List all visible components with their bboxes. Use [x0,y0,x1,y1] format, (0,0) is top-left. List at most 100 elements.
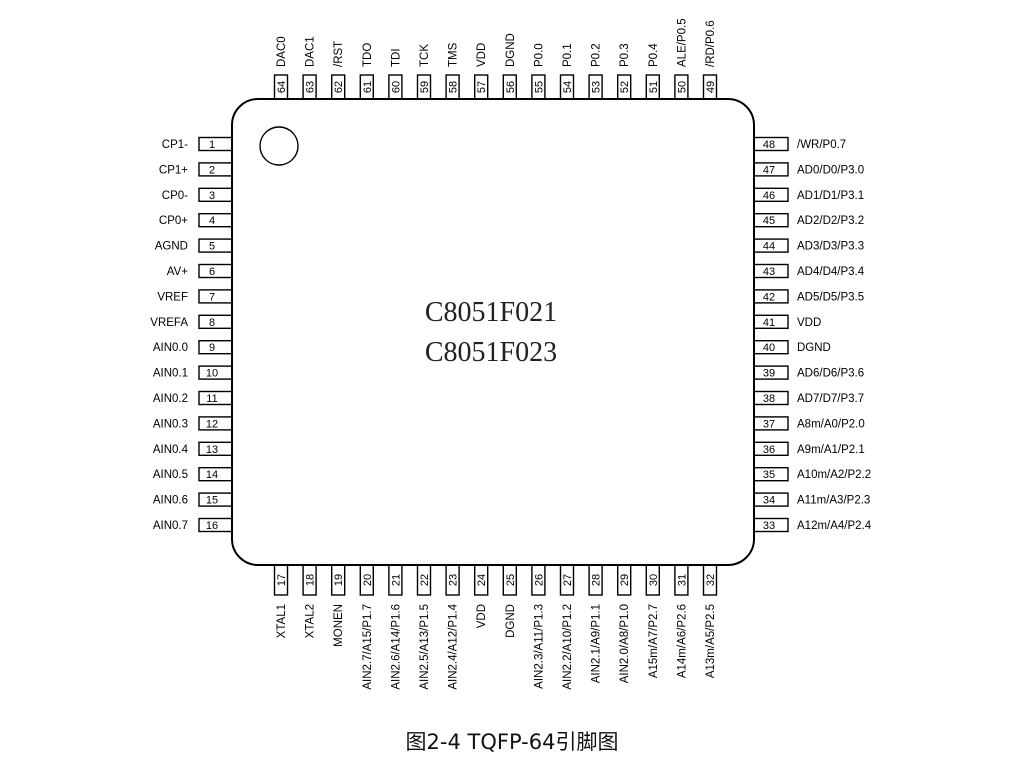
pin-10-number: 10 [206,368,218,380]
pin-7-name: VREF [157,291,188,303]
pin-37-number: 37 [763,418,775,430]
pin-17-name: XTAL1 [276,604,288,638]
pin-5-name: AGND [155,241,188,253]
pin-18-name: XTAL2 [305,604,317,638]
pin-16-number: 16 [206,520,218,532]
pin-13-name: AIN0.4 [153,444,189,456]
pin-2-lead [198,162,234,177]
pin-9-lead [198,340,234,355]
pin-14-number: 14 [206,469,218,481]
pin-58-name: TMS [448,42,460,67]
pin-18-number: 18 [305,574,317,586]
pin-44-number: 44 [763,241,775,253]
pin-54-number: 54 [562,81,574,93]
pin-25-number: 25 [505,574,517,586]
pin-31-name: A14m/A6/P2.6 [676,604,688,678]
pin-61-name: TDO [362,43,374,67]
pin-1-number: 1 [209,139,215,151]
pin-1-name: CP1- [162,139,188,151]
pin-40-name: DGND [797,342,831,354]
pin-19-name: MONEN [333,604,345,647]
pin-29-number: 29 [619,574,631,586]
pin-14-name: AIN0.5 [153,469,188,481]
pin-57-number: 57 [476,81,488,93]
pin-56-name: DGND [505,33,517,67]
pin-46-number: 46 [763,190,775,202]
pin-3-number: 3 [209,190,215,202]
pin-52-name: P0.3 [619,43,631,67]
pin-6-lead [198,263,234,279]
pin-11-name: AIN0.2 [153,393,188,405]
pin-31-number: 31 [676,574,688,586]
pin-20-name: AIN2.7/A15/P1.7 [362,604,374,690]
pin-25-name: DGND [505,604,517,638]
pin-64-number: 64 [276,81,288,93]
pin-38-number: 38 [763,393,775,405]
pin-63-number: 63 [305,81,317,93]
pin-22-number: 22 [419,574,431,586]
pin-32-name: A13m/A5/P2.5 [705,604,717,678]
pin-23-name: AIN2.4/A12/P1.4 [448,603,460,689]
pin-8-name: VREFA [150,317,188,329]
pin-22-name: AIN2.5/A13/P1.5 [419,604,431,690]
pin-8-lead [198,314,234,329]
pin-48-number: 48 [763,139,775,151]
pin-30-number: 30 [648,574,660,586]
pin-35-number: 35 [763,469,775,481]
pin-41-name: VDD [797,317,821,329]
pin-55-name: P0.0 [533,43,545,67]
pin-52-number: 52 [619,81,631,93]
pin-17-number: 17 [276,574,288,586]
pin-63-name: DAC1 [305,36,317,67]
pin-27-name: AIN2.2/A10/P1.2 [562,604,574,690]
pin-55-number: 55 [533,81,545,93]
pin-42-number: 42 [763,291,775,303]
pin-2-name: CP1+ [159,164,188,176]
pin-33-number: 33 [763,520,775,532]
pin-6-name: AV+ [167,266,188,278]
pin-9-name: AIN0.0 [153,342,188,354]
pin-39-number: 39 [763,368,775,380]
pin-62-number: 62 [333,81,345,93]
pin-3-name: CP0- [162,190,188,202]
pin-53-name: P0.2 [591,43,603,67]
pin-3-lead [198,187,234,203]
pin-5-number: 5 [209,241,215,253]
tqfp64-pinout-diagram: 1CP1-2CP1+3CP0-4CP0+5AGND6AV+7VREF8VREFA… [150,18,872,690]
pin-5-lead [198,238,234,253]
pin-47-number: 47 [763,164,775,176]
pin1-indicator-dot [259,126,299,166]
pin-24-name: VDD [476,604,488,628]
pin-48-name: /WR/P0.7 [797,139,846,151]
pin-4-number: 4 [209,215,215,227]
pin-51-name: P0.4 [648,43,660,67]
pin-41-number: 41 [763,317,775,329]
pin-21-name: AIN2.6/A14/P1.6 [390,604,402,690]
pin-60-name: TDI [390,48,402,67]
pin-37-name: A8m/A0/P2.0 [797,418,865,430]
pin-12-name: AIN0.3 [153,418,188,430]
pin-43-number: 43 [763,266,775,278]
chip-body [231,98,755,566]
pin-33-name: A12m/A4/P2.4 [797,520,872,532]
pin-26-name: AIN2.3/A11/P1.3 [533,604,545,689]
pin-34-name: A11m/A3/P2.3 [797,495,870,507]
pin-28-number: 28 [591,574,603,586]
pin-50-number: 50 [676,81,688,93]
pin-29-name: AIN2.0/A8/P1.0 [619,604,631,683]
pin-60-number: 60 [390,81,402,93]
pin-4-name: CP0+ [159,215,188,227]
pin-30-name: A15m/A7/P2.7 [648,604,660,678]
pin-15-name: AIN0.6 [153,495,188,507]
pin-49-number: 49 [705,81,717,93]
pin-36-name: A9m/A1/P2.1 [797,444,865,456]
pin-64-name: DAC0 [276,36,288,67]
pin-20-number: 20 [362,574,374,586]
pin-50-name: ALE/P0.5 [676,18,688,67]
pin-58-number: 58 [448,81,460,93]
pin-51-number: 51 [648,81,660,93]
pin-27-number: 27 [562,574,574,586]
pin-62-name: /RST [333,41,345,67]
pin-57-name: VDD [476,43,488,67]
pin-4-lead [198,212,234,228]
